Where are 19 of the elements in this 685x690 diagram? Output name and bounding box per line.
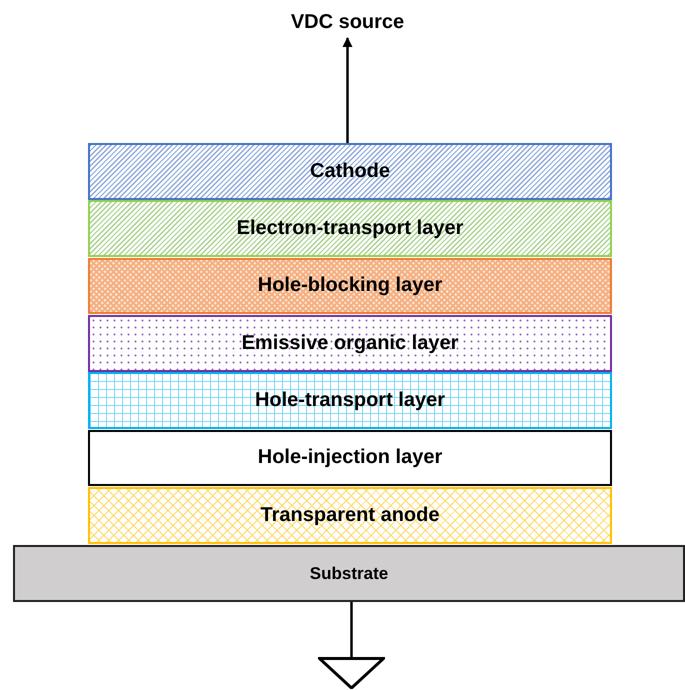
cathode-layer: [88, 143, 612, 200]
transparent-anode-layer: [88, 486, 612, 544]
source-label: VDC source: [290, 10, 404, 34]
substrate-layer: [13, 545, 685, 602]
layer-label: Emissive organic layer: [242, 332, 458, 355]
layer-label: Hole-transport layer: [254, 389, 446, 412]
hole-transport-layer: [88, 372, 612, 429]
electron-transport-layer: [88, 200, 612, 258]
emissive-organic-layer: [88, 314, 612, 372]
hole-injection-layer: [88, 430, 612, 486]
hole-blocking-layer: [88, 258, 612, 314]
connector-line: [350, 602, 353, 657]
layer-label: Hole-injection layer: [258, 446, 442, 470]
layer-label: Electron-transport layer: [236, 217, 464, 240]
ground-symbol: [318, 657, 385, 689]
layer-label: Hole-blocking layer: [258, 274, 442, 298]
layer-label: Substrate: [310, 564, 388, 584]
layer-label: Cathode: [310, 160, 390, 183]
arrow: [342, 37, 352, 143]
